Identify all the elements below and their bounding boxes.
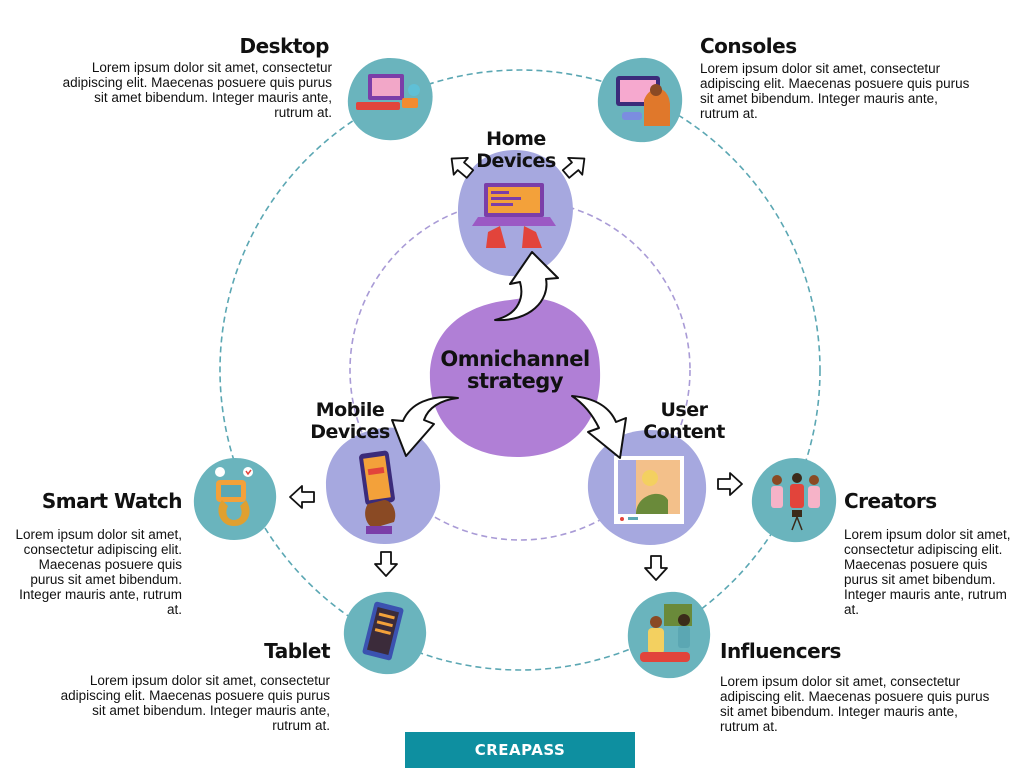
arrow-to-smart-watch xyxy=(289,485,315,509)
laptop-illustration xyxy=(472,183,556,248)
footer-brand-label: CREAPASS xyxy=(474,741,566,759)
arrow-to-home-devices xyxy=(494,251,559,322)
phone-illustration xyxy=(359,450,396,534)
creators-title: Creators xyxy=(844,489,937,513)
center-title-line2: strategy xyxy=(466,369,564,393)
center-title-line1: Omnichannel xyxy=(440,347,590,371)
home-devices-line1: Home xyxy=(486,128,546,150)
home-devices-line2: Devices xyxy=(476,150,556,172)
consoles-description: Lorem ipsum dolor sit amet, consectetur … xyxy=(700,61,970,121)
creators-illustration xyxy=(771,473,820,531)
tablet-illustration xyxy=(362,601,404,661)
influencers-illustration xyxy=(640,604,692,662)
influencers-title: Influencers xyxy=(720,639,841,663)
mobile-devices-label: Mobile Devices xyxy=(305,399,395,443)
center-blob xyxy=(429,298,601,458)
photo-post-illustration xyxy=(614,456,684,524)
smart-watch-illustration xyxy=(215,467,253,526)
arrow-to-user-content xyxy=(571,395,627,459)
arrow-to-tablet xyxy=(374,551,398,577)
mobile-devices-line1: Mobile xyxy=(315,399,385,421)
arrow-to-desktop xyxy=(450,156,475,179)
desktop-title: Desktop xyxy=(239,34,330,58)
mobile-devices-line2: Devices xyxy=(310,421,390,443)
influencers-description: Lorem ipsum dolor sit amet, consectetur … xyxy=(720,674,990,734)
outer-ring xyxy=(219,69,821,671)
home-devices-label: Home Devices xyxy=(460,128,572,172)
arrow-to-creators xyxy=(717,472,743,496)
tablet-description: Lorem ipsum dolor sit amet, consectetur … xyxy=(60,673,330,733)
user-content-line2: Content xyxy=(643,421,725,443)
smart-watch-description: Lorem ipsum dolor sit amet, consectetur … xyxy=(15,527,182,617)
creators-description: Lorem ipsum dolor sit amet, consectetur … xyxy=(844,527,1011,617)
consoles-title: Consoles xyxy=(700,34,797,58)
consoles-illustration xyxy=(616,76,670,126)
arrow-to-influencers xyxy=(644,555,668,581)
desktop-illustration xyxy=(356,74,420,110)
smart-watch-title: Smart Watch xyxy=(41,489,183,513)
user-content-line1: User xyxy=(660,399,709,421)
arrow-to-consoles xyxy=(561,156,586,179)
desktop-description: Lorem ipsum dolor sit amet, consectetur … xyxy=(62,60,332,120)
arrow-to-mobile-devices xyxy=(391,396,459,457)
tablet-title: Tablet xyxy=(264,639,330,663)
user-content-label: User Content xyxy=(642,399,726,443)
center-title: Omnichannel strategy xyxy=(430,348,600,392)
footer-brand-bar: CREAPASS xyxy=(405,732,635,768)
